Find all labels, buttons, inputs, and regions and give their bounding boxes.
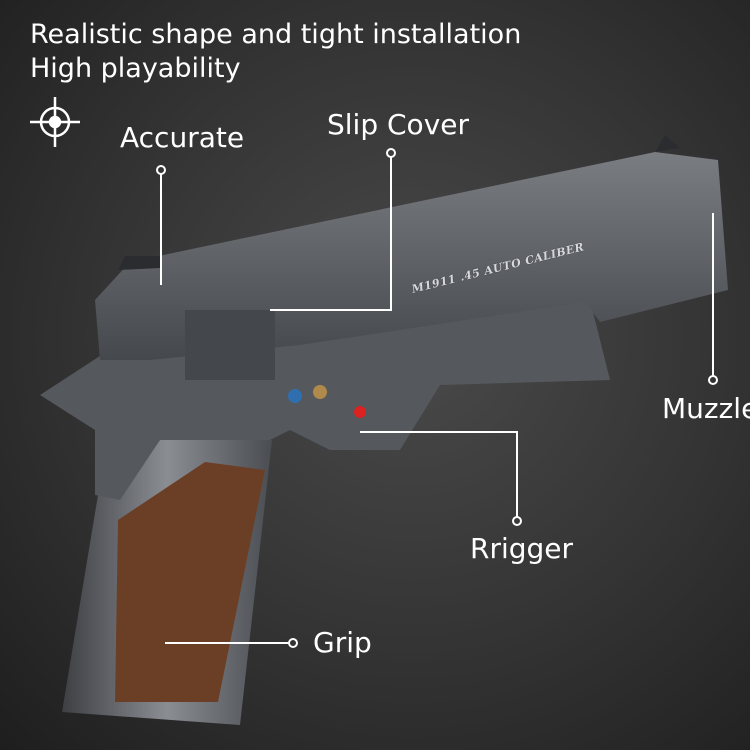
headline-line-2: High playability bbox=[30, 53, 241, 84]
pin-blue bbox=[288, 389, 302, 403]
callout-slip-cover: Slip Cover bbox=[327, 108, 469, 141]
trigger-leader bbox=[360, 431, 518, 517]
callout-muzzle: Muzzle bbox=[662, 392, 750, 425]
callout-lines bbox=[156, 148, 718, 648]
trigger-red bbox=[354, 406, 366, 418]
pistol-model bbox=[40, 135, 728, 725]
pin-gold bbox=[313, 385, 327, 399]
crosshair-icon bbox=[30, 97, 80, 147]
callout-accurate: Accurate bbox=[120, 121, 245, 154]
slip-cover-leader bbox=[270, 157, 392, 311]
front-sight bbox=[655, 135, 680, 152]
headline-line-1: Realistic shape and tight installation bbox=[30, 19, 522, 50]
rear-sight bbox=[118, 256, 160, 270]
slide-serrations bbox=[185, 310, 275, 380]
slide bbox=[95, 152, 728, 360]
callout-trigger: Rrigger bbox=[470, 532, 574, 565]
callout-grip: Grip bbox=[313, 626, 372, 659]
